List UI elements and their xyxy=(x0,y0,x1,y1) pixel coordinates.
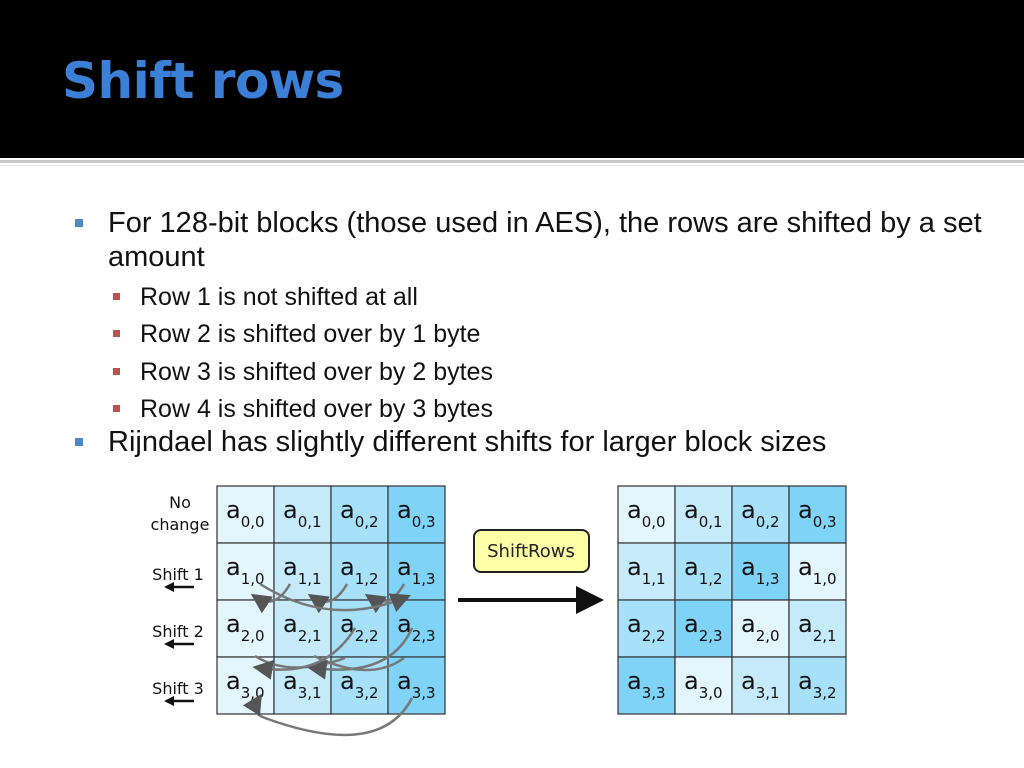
bullet-text: For 128-bit blocks (those used in AES), … xyxy=(108,207,982,273)
input-cell xyxy=(330,485,389,544)
title-divider xyxy=(0,160,1024,163)
input-cell-index: 3,3 xyxy=(412,684,436,702)
shiftrows-label: ShiftRows xyxy=(487,541,575,562)
output-cell xyxy=(617,485,676,544)
row-label-shift-1: Shift 1 xyxy=(152,565,204,584)
shift-curves xyxy=(242,582,414,737)
input-cell-index: 3,2 xyxy=(355,684,379,702)
output-cell-index: 3,1 xyxy=(756,684,780,702)
sub-bullet-text: Row 1 is not shifted at all xyxy=(140,283,418,311)
sub-bullet-square-icon xyxy=(113,330,120,337)
bullet-item: For 128-bit blocks (those used in AES), … xyxy=(75,206,988,274)
input-cell-index: 1,1 xyxy=(298,570,322,588)
input-cell-index: 1,3 xyxy=(412,570,436,588)
input-cell-index: 0,3 xyxy=(412,513,436,531)
title-divider-thin xyxy=(0,165,1024,166)
output-cell-index: 2,2 xyxy=(642,627,666,645)
transform-arrow-icon xyxy=(458,586,604,614)
output-cell-index: 1,1 xyxy=(642,570,666,588)
input-cell-index: 2,0 xyxy=(241,627,265,645)
input-cell xyxy=(387,485,446,544)
output-cell-index: 0,1 xyxy=(699,513,723,531)
sub-bullet-square-icon xyxy=(113,293,120,300)
output-cell-index: 2,1 xyxy=(813,627,837,645)
output-cell-index: 1,0 xyxy=(813,570,837,588)
output-cell xyxy=(674,656,733,715)
input-cell xyxy=(216,485,275,544)
input-cell-label: a1,2 xyxy=(340,553,379,588)
input-cell-index: 2,3 xyxy=(412,627,436,645)
input-cell xyxy=(387,542,446,601)
sub-bullet-item: Row 4 is shifted over by 3 bytes xyxy=(113,394,493,424)
sub-bullet-text: Row 2 is shifted over by 1 byte xyxy=(140,320,481,348)
input-cell-index: 3,0 xyxy=(241,684,265,702)
output-cell-index: 3,3 xyxy=(642,684,666,702)
sub-bullet-text: Row 4 is shifted over by 3 bytes xyxy=(140,395,493,423)
input-cell-index: 0,1 xyxy=(298,513,322,531)
bullet-item: Rijndael has slightly different shifts f… xyxy=(75,425,988,459)
output-cell xyxy=(788,599,847,658)
output-cell xyxy=(788,656,847,715)
shift-arrow-icon xyxy=(164,582,194,592)
output-cell-index: 0,3 xyxy=(813,513,837,531)
input-cell-index: 0,0 xyxy=(241,513,265,531)
input-cell-index: 2,1 xyxy=(298,627,322,645)
output-cell-index: 0,2 xyxy=(756,513,780,531)
input-cell-index: 1,0 xyxy=(241,570,265,588)
output-cell-index: 1,2 xyxy=(699,570,723,588)
shiftrows-box xyxy=(473,529,590,573)
sub-bullet-text: Row 3 is shifted over by 2 bytes xyxy=(140,358,493,386)
input-cell xyxy=(216,542,275,601)
input-cell-index: 2,2 xyxy=(355,627,379,645)
input-cell xyxy=(330,542,389,601)
slide-title: Shift rows xyxy=(62,52,344,110)
input-cell-index: 3,1 xyxy=(298,684,322,702)
row-label-change: change xyxy=(151,515,210,534)
shift-arrow-icon xyxy=(164,696,194,706)
output-cell-index: 2,3 xyxy=(699,627,723,645)
output-cell-index: 1,3 xyxy=(756,570,780,588)
row-label-shift-2: Shift 2 xyxy=(152,622,204,641)
output-cell xyxy=(788,485,847,544)
row-label-shift-3: Shift 3 xyxy=(152,679,204,698)
title-bar xyxy=(0,0,1024,158)
sub-bullet-square-icon xyxy=(113,405,120,412)
input-cell-index: 1,2 xyxy=(355,570,379,588)
output-cell-label: a1,3 xyxy=(741,553,780,588)
output-cell xyxy=(617,656,676,715)
input-cell xyxy=(387,656,446,715)
input-cell-index: 0,2 xyxy=(355,513,379,531)
sub-bullet-item: Row 1 is not shifted at all xyxy=(113,282,418,312)
bullet-square-icon xyxy=(75,438,83,446)
output-cell-index: 3,0 xyxy=(699,684,723,702)
row-label-no: No xyxy=(169,493,191,512)
output-cell-index: 0,0 xyxy=(642,513,666,531)
input-cell xyxy=(273,542,332,601)
sub-bullet-square-icon xyxy=(113,368,120,375)
output-cell xyxy=(731,542,790,601)
bullet-square-icon xyxy=(75,219,83,227)
output-cell-index: 2,0 xyxy=(756,627,780,645)
output-cell xyxy=(731,485,790,544)
output-cell-index: 3,2 xyxy=(813,684,837,702)
shift-arrow-icon xyxy=(164,639,194,649)
output-cell xyxy=(731,656,790,715)
sub-bullet-item: Row 2 is shifted over by 1 byte xyxy=(113,319,481,349)
sub-bullet-item: Row 3 is shifted over by 2 bytes xyxy=(113,357,493,387)
output-cell xyxy=(674,485,733,544)
bullet-text: Rijndael has slightly different shifts f… xyxy=(108,426,827,458)
output-cell xyxy=(674,542,733,601)
